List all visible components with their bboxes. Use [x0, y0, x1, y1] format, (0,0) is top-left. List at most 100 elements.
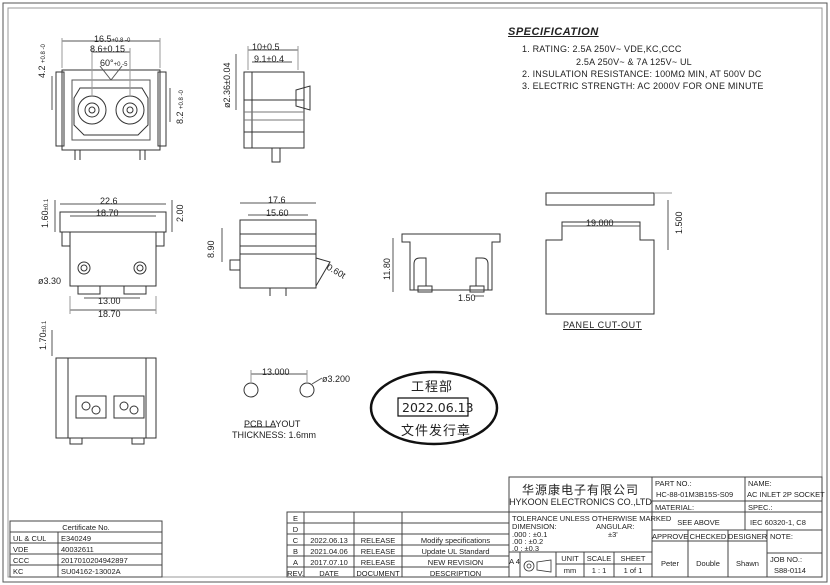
dim-side-depth: 10±0.5: [252, 42, 280, 52]
specification-title: SPECIFICATION: [508, 26, 599, 38]
rev-desc-b: Update UL Standard: [421, 547, 490, 556]
rev-letter-a: A: [292, 558, 298, 567]
spec-line-1: 1. RATING: 2.5A 250V~ VDE,KC,CCC: [522, 44, 682, 54]
name-value: AC INLET 2P SOCKET: [747, 490, 825, 499]
dim-front-width: 16.5+0.8 -0: [94, 34, 131, 44]
stamp-ring: [371, 372, 497, 444]
stamp-department: 工程部: [411, 380, 454, 395]
dim-base-width: 18.70: [98, 309, 121, 319]
approved-value: Peter: [661, 559, 679, 568]
dim-right-height: 8.2 +0.8 -0: [175, 90, 185, 124]
cert-name-4: KC: [13, 567, 24, 576]
rev-header-date: DATE: [319, 569, 339, 578]
dim-cutout-width: 19.000: [586, 218, 614, 228]
sheet-label: SHEET: [620, 554, 646, 563]
tol-row-1: .000 : ±0.1: [512, 530, 548, 539]
cert-value-3: 2017010204942897: [61, 556, 128, 565]
dim-top-view-height: 1.70±0.1: [38, 320, 48, 350]
dim-bottom-width: 22.6: [100, 196, 118, 206]
angular-label: ANGULAR:: [596, 522, 635, 531]
dim-clip-height: 11.80: [382, 258, 392, 280]
spec-value: IEC 60320-1, C8: [750, 518, 806, 527]
dim-bottom-height-left: 1.60±0.1: [40, 198, 50, 228]
rev-date-a: 2017.07.10: [310, 558, 348, 567]
dim-angle: 60°+0 -5: [100, 58, 128, 68]
rev-desc-a: NEW REVISION: [427, 558, 484, 567]
rev-date-c: 2022.06.13: [310, 536, 348, 545]
cert-value-1: E340249: [61, 534, 92, 543]
job-no-value: S88-0114: [774, 566, 806, 575]
bottom-view: [55, 200, 172, 314]
top-view: [52, 330, 156, 444]
projection-icon: [522, 559, 554, 578]
dim-clip-width: 1.50: [458, 293, 476, 303]
scale-label: SCALE: [586, 554, 612, 563]
spec-label: SPEC.:: [748, 503, 773, 512]
material-label: MATERIAL:: [655, 503, 695, 512]
rev-letter-d: D: [292, 525, 299, 534]
spec-line-2: 2.5A 250V~ & 7A 125V~ UL: [576, 57, 692, 67]
rev-header-desc: DESCRIPTION: [429, 569, 482, 578]
dim-side2-inner: 15.60: [266, 208, 289, 218]
dim-side2-height: 8.90: [206, 240, 216, 258]
sheet-value: 1 of 1: [623, 566, 643, 575]
panel-cutout-view: [546, 193, 672, 314]
designer-label: DESIGNER: [728, 532, 767, 541]
job-no-label: JOB NO.:: [770, 555, 803, 564]
rev-letter-b: B: [292, 547, 298, 556]
stamp-date: 2022.06.13: [402, 400, 474, 415]
rev-letter-e: E: [292, 514, 298, 523]
approved-label: APPROVED: [652, 532, 688, 541]
stamp-issue-seal: 文件发行章: [401, 424, 472, 439]
dim-bottom-inner: 18.70: [96, 208, 119, 218]
rev-date-b: 2021.04.06: [310, 547, 348, 556]
unit-value: mm: [563, 566, 577, 575]
name-label: NAME:: [748, 479, 772, 488]
designer-value: Shawn: [736, 559, 759, 568]
rev-desc-c: Modify specifications: [420, 536, 491, 545]
sheet-size: A 4: [509, 558, 520, 566]
dim-hole: ø3.30: [38, 276, 62, 286]
rev-letter-c: C: [292, 536, 299, 545]
front-view: [52, 38, 170, 160]
side-view: [236, 46, 310, 162]
revision-table-lines: [287, 512, 509, 577]
cert-value-4: SU04162-13002A: [61, 567, 121, 576]
cert-value-2: 40032611: [61, 545, 94, 554]
checked-value: Double: [696, 559, 720, 568]
tol-row-3: .0 : ±0.3: [512, 544, 540, 553]
rev-doc-a: RELEASE: [360, 558, 396, 567]
dim-bottom-height-right: 2.00: [175, 204, 185, 222]
pcb-layout-view: [244, 370, 322, 427]
dimension-label: DIMENSION:: [512, 522, 557, 531]
cert-name-2: VDE: [13, 545, 29, 554]
company-name-cn: 华源康电子有限公司: [521, 483, 639, 497]
part-no-label: PART NO.:: [655, 479, 692, 488]
dim-pin-spacing: 8.6±0.15: [90, 44, 125, 54]
side-view-2: [222, 203, 330, 296]
rev-header-rev: REV.: [287, 569, 304, 578]
dim-cutout-height: 1.500: [674, 211, 684, 234]
pcb-layout-label: PCB LAYOUT: [244, 419, 301, 429]
dim-side-inner: 9.1±0.4: [254, 54, 284, 64]
cert-name-3: CCC: [13, 556, 30, 565]
checked-label: CHECKED: [689, 532, 727, 541]
dim-left-height: 4.2 +0.8 -0: [37, 44, 47, 78]
certificate-header: Certificate No.: [62, 523, 110, 532]
certificate-table-lines: [10, 521, 162, 577]
dim-pcb-spacing: 13.000: [262, 367, 290, 377]
dim-hole-spacing: 13.00: [98, 296, 121, 306]
material-value: SEE ABOVE: [677, 518, 720, 527]
tolerance-label: TOLERANCE UNLESS OTHERWISE MARKED: [512, 514, 672, 523]
spec-line-3: 2. INSULATION RESISTANCE: 100MΩ MIN, AT …: [522, 69, 762, 79]
spec-line-4: 3. ELECTRIC STRENGTH: AC 2000V FOR ONE M…: [522, 81, 764, 91]
clip-view: [393, 234, 500, 296]
company-name-en: HYKOON ELECTRONICS CO.,LTD: [509, 497, 652, 507]
title-block-lines: [509, 477, 822, 577]
rev-header-doc: DOCUMENT: [356, 569, 400, 578]
note-label: NOTE:: [770, 532, 793, 541]
unit-label: UNIT: [561, 554, 579, 563]
part-no-value: HC-88-01M3B15S-S09: [656, 490, 734, 499]
pcb-thickness-label: THICKNESS: 1.6mm: [232, 430, 317, 440]
